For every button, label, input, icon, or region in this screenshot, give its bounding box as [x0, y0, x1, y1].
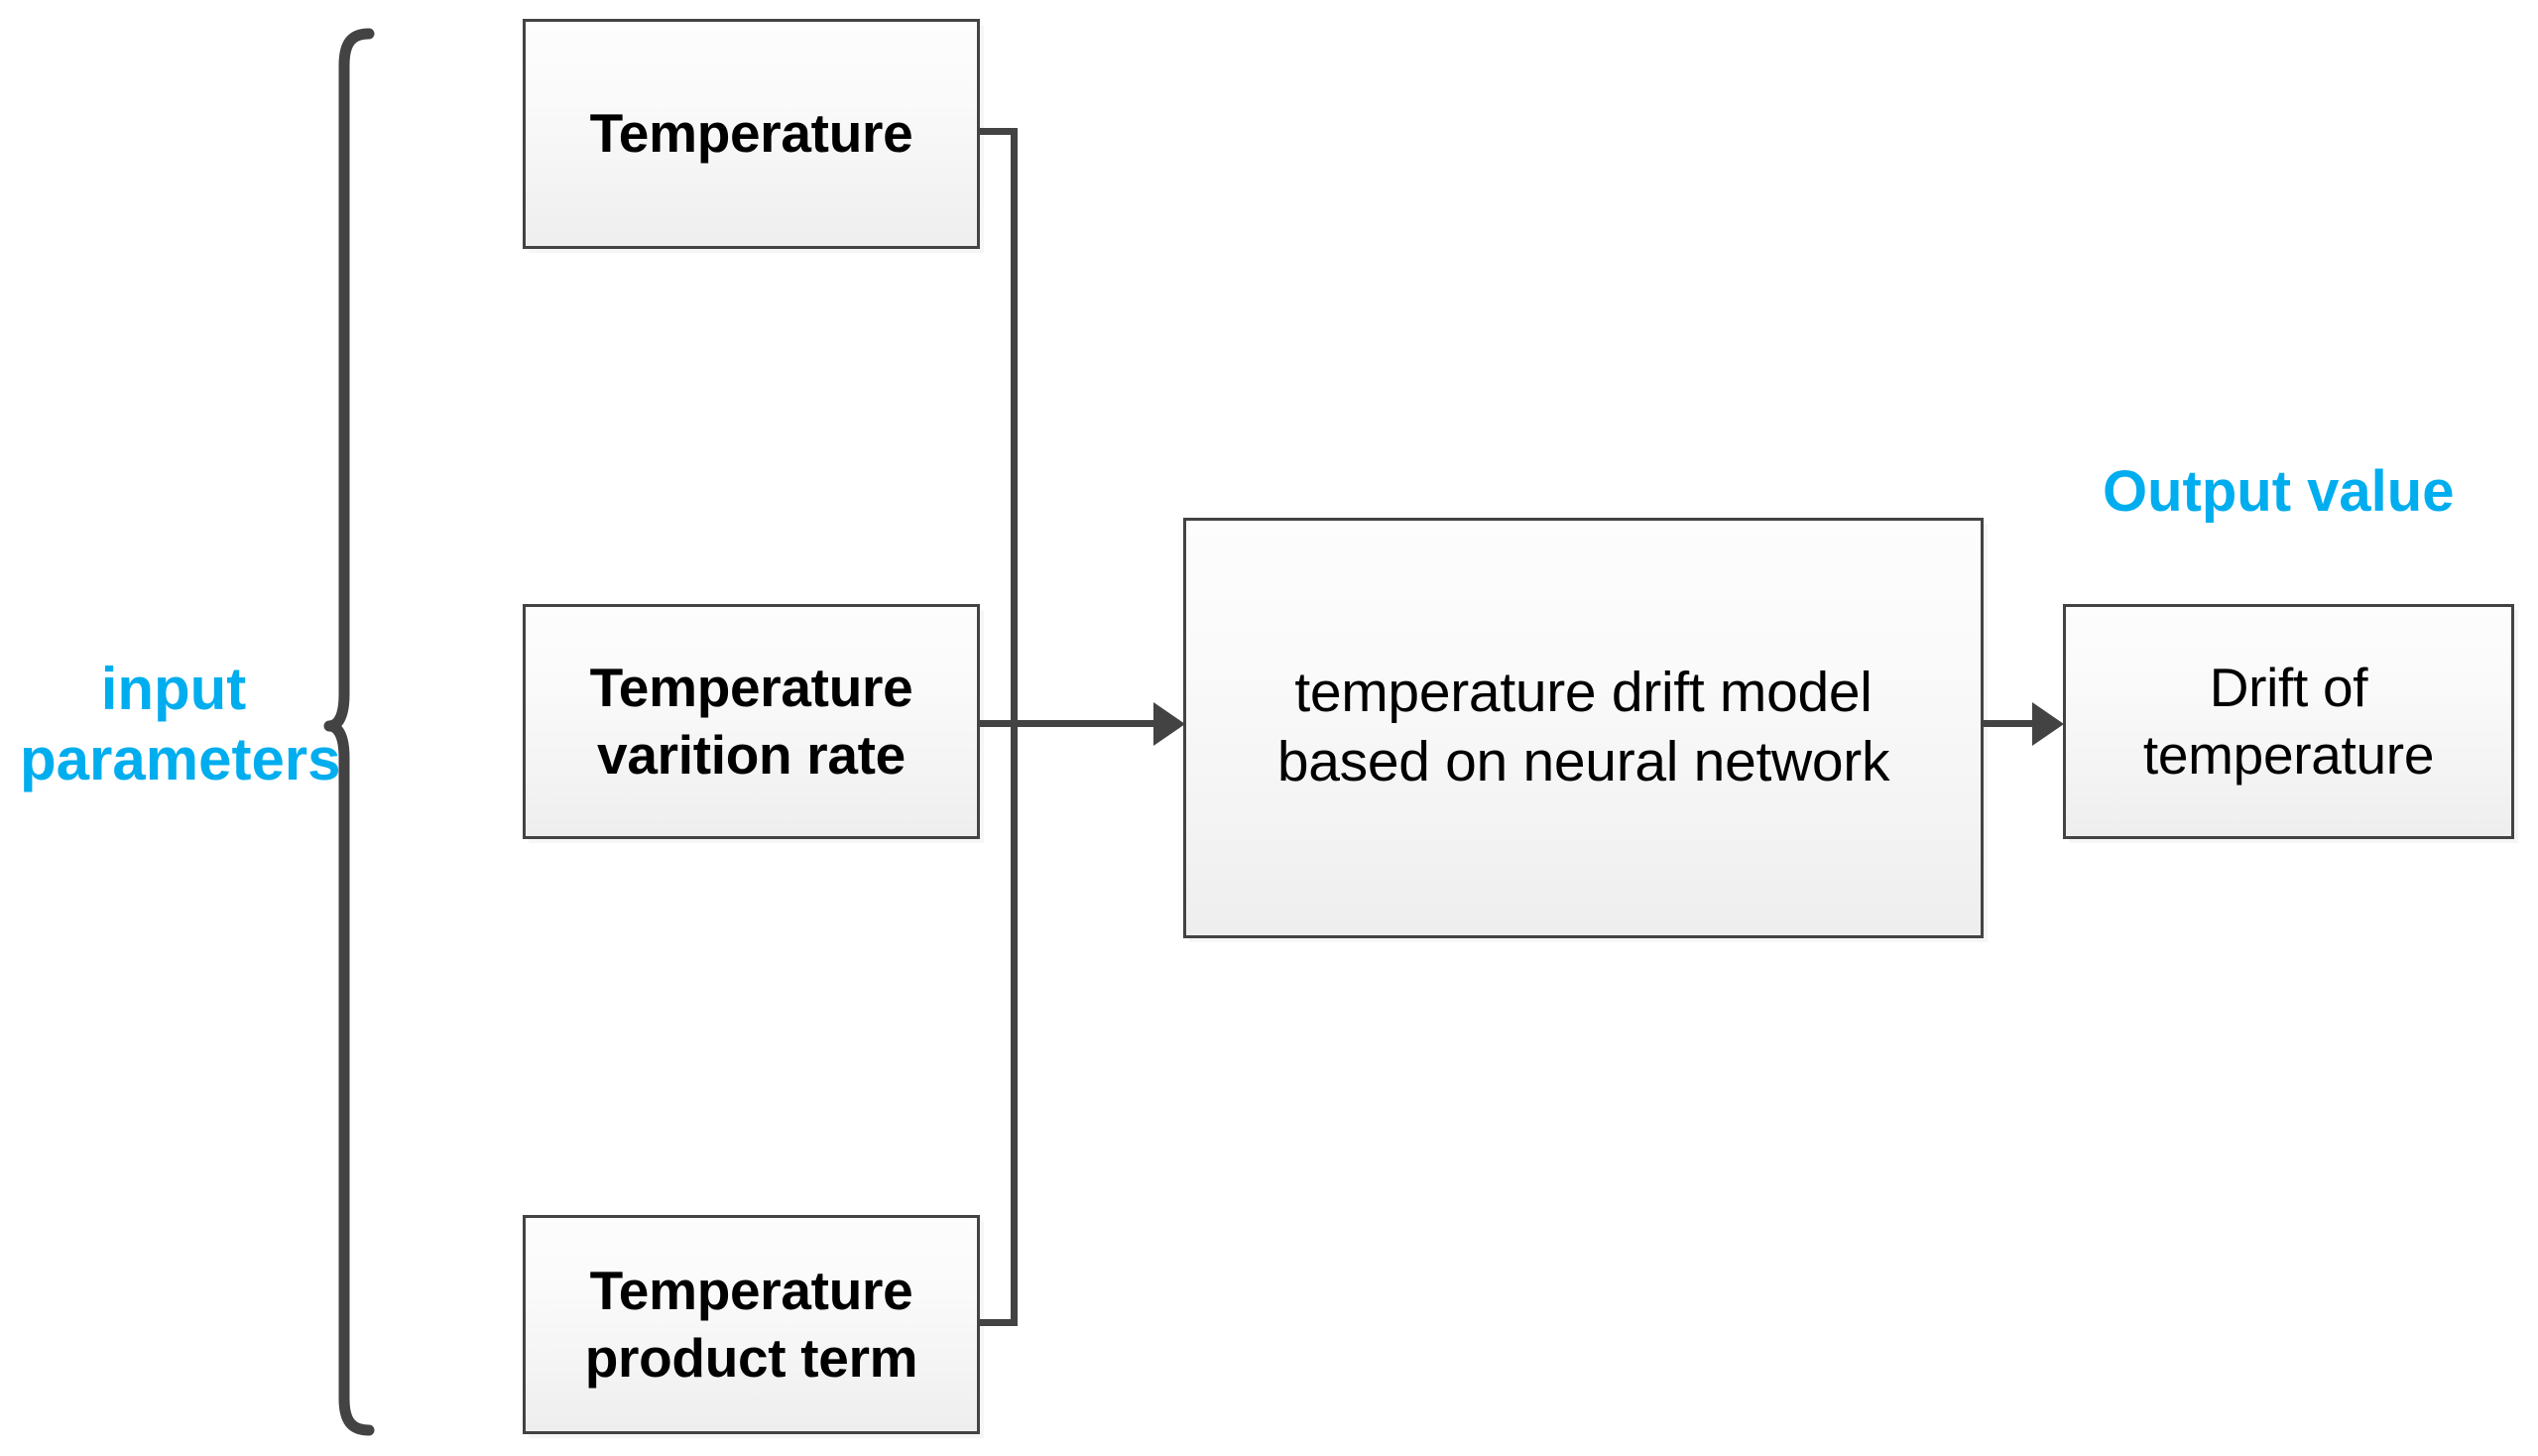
- connector-model-to-output: [1983, 720, 2037, 727]
- connector-product-term-horizontal: [977, 1319, 1018, 1326]
- connector-variation-rate-horizontal: [977, 720, 1018, 727]
- input-box-temperature-variation-rate[interactable]: Temperature varition rate: [523, 604, 980, 839]
- input-box-temperature-variation-rate-label: Temperature varition rate: [589, 657, 913, 786]
- connector-bus-to-model: [1011, 720, 1159, 727]
- input-box-temperature-product-term[interactable]: Temperature product term: [523, 1215, 980, 1434]
- connector-vertical-bus: [1011, 128, 1018, 1326]
- arrowhead-into-model-icon: [1153, 702, 1185, 746]
- arrowhead-into-output-icon: [2032, 702, 2064, 746]
- input-group-brace: [307, 28, 387, 1436]
- output-box-label: Drift of temperature: [2142, 657, 2435, 786]
- model-box-temperature-drift-model[interactable]: temperature drift model based on neural …: [1183, 518, 1984, 938]
- input-box-temperature-label: Temperature: [589, 102, 913, 165]
- input-box-temperature[interactable]: Temperature: [523, 19, 980, 249]
- output-box-drift-of-temperature[interactable]: Drift of temperature: [2063, 604, 2514, 839]
- input-parameters-label: input parameters: [20, 656, 341, 792]
- model-box-label: temperature drift model based on neural …: [1276, 661, 1890, 793]
- connector-temperature-horizontal: [977, 128, 1018, 135]
- input-box-temperature-product-term-label: Temperature product term: [584, 1260, 918, 1389]
- output-value-label: Output value: [2103, 459, 2455, 524]
